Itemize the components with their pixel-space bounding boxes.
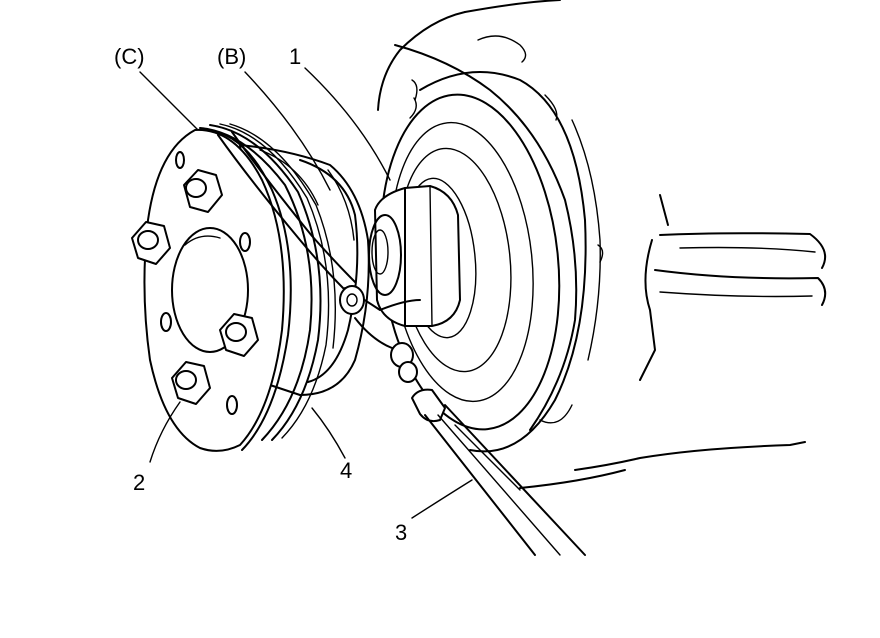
pulley-grooves — [199, 123, 336, 441]
holder-chain — [217, 131, 421, 383]
callout-3: 3 — [395, 520, 407, 545]
bolt-left — [131, 221, 171, 265]
housing-outline — [377, 0, 827, 489]
callout-2: 2 — [133, 470, 145, 495]
housing-face — [379, 71, 587, 453]
holder-rod — [411, 388, 586, 556]
hub-nut — [368, 185, 461, 327]
callout-b: (B) — [217, 44, 246, 69]
bolt-top — [183, 169, 223, 213]
callout-4: 4 — [340, 458, 352, 483]
callout-1: 1 — [289, 44, 301, 69]
callout-c: (C) — [114, 44, 145, 69]
leader-lines — [139, 67, 473, 519]
bolt-bottom — [171, 361, 211, 405]
bolt-right — [219, 313, 259, 357]
